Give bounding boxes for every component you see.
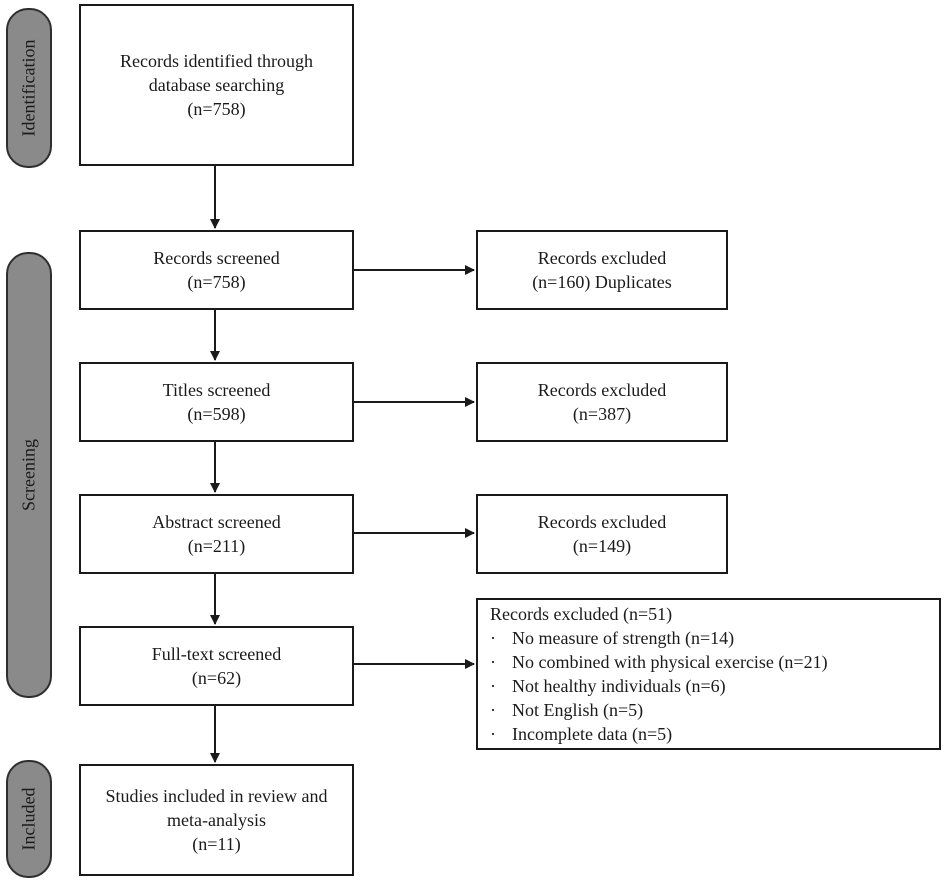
box-excluded-duplicates: Records excluded (n=160) Duplicates <box>476 230 728 310</box>
box-abstract-screened-count: (n=211) <box>187 536 246 556</box>
bullet-dot: · <box>490 724 496 744</box>
exclusion-reason: Not healthy individuals (n=6) <box>512 676 726 696</box>
box-excluded-abstract-count: (n=149) <box>572 536 632 556</box>
box-records-screened-line1: Records screened <box>153 248 280 268</box>
box-excluded-titles: Records excluded (n=387) <box>476 362 728 442</box>
list-item: · No combined with physical exercise (n=2… <box>490 650 929 674</box>
box-fulltext-screened: Full-text screened (n=62) <box>79 626 354 706</box>
box-excluded-duplicates-line1: Records excluded <box>537 248 667 268</box>
list-item: · No measure of strength (n=14) <box>490 626 929 650</box>
stage-label-screening: Screening <box>18 439 39 511</box>
box-titles-screened: Titles screened (n=598) <box>79 362 354 442</box>
box-fulltext-screened-count: (n=62) <box>191 668 242 688</box>
bullet-dot: · <box>490 700 496 720</box>
box-excluded-abstract-line1: Records excluded <box>537 512 667 532</box>
stage-included: Included <box>6 760 52 878</box>
box-records-identified-line2: database searching <box>148 75 285 95</box>
stage-label-included: Included <box>18 787 39 851</box>
box-studies-included-line1: Studies included in review and <box>105 786 328 806</box>
bullet-dot: · <box>490 652 496 672</box>
exclusion-reason: Incomplete data (n=5) <box>512 724 673 744</box>
box-excluded-fulltext: Records excluded (n=51) · No measure of s… <box>476 598 941 750</box>
list-item: · Not English (n=5) <box>490 698 929 722</box>
box-excluded-titles-count: (n=387) <box>572 404 632 424</box>
box-records-identified-count: (n=758) <box>187 99 246 119</box>
box-studies-included-line2: meta-analysis <box>167 810 266 830</box>
list-item: · Incomplete data (n=5) <box>490 722 929 746</box>
exclusion-reason: Not English (n=5) <box>512 700 644 720</box>
stage-identification: Identification <box>6 8 52 168</box>
box-excluded-abstract: Records excluded (n=149) <box>476 494 728 574</box>
box-records-identified: Records identified through database sear… <box>79 4 354 166</box>
bullet-dot: · <box>490 676 496 696</box>
box-records-screened: Records screened (n=758) <box>79 230 354 310</box>
list-item: · Not healthy individuals (n=6) <box>490 674 929 698</box>
box-titles-screened-line1: Titles screened <box>162 380 271 400</box>
box-records-identified-line1: Records identified through <box>120 51 313 71</box>
exclusion-reason: No measure of strength (n=14) <box>512 628 735 648</box>
box-studies-included-count: (n=11) <box>192 834 241 854</box>
box-fulltext-screened-line1: Full-text screened <box>151 644 282 664</box>
stage-label-identification: Identification <box>18 39 39 137</box>
bullet-dot: · <box>490 628 496 648</box>
box-studies-included: Studies included in review and meta-anal… <box>79 764 354 876</box>
box-abstract-screened-line1: Abstract screened <box>152 512 281 532</box>
box-titles-screened-count: (n=598) <box>187 404 246 424</box>
box-records-screened-count: (n=758) <box>187 272 246 292</box>
exclusion-reason: No combined with physical exercise (n=21… <box>512 652 828 672</box>
box-excluded-duplicates-count: (n=160) Duplicates <box>532 272 672 292</box>
box-excluded-fulltext-title: Records excluded (n=51) <box>490 604 673 624</box>
stage-screening: Screening <box>6 252 52 698</box>
box-excluded-titles-line1: Records excluded <box>537 380 667 400</box>
box-abstract-screened: Abstract screened (n=211) <box>79 494 354 574</box>
exclusion-reasons-list: · No measure of strength (n=14) · No combi… <box>490 626 929 746</box>
